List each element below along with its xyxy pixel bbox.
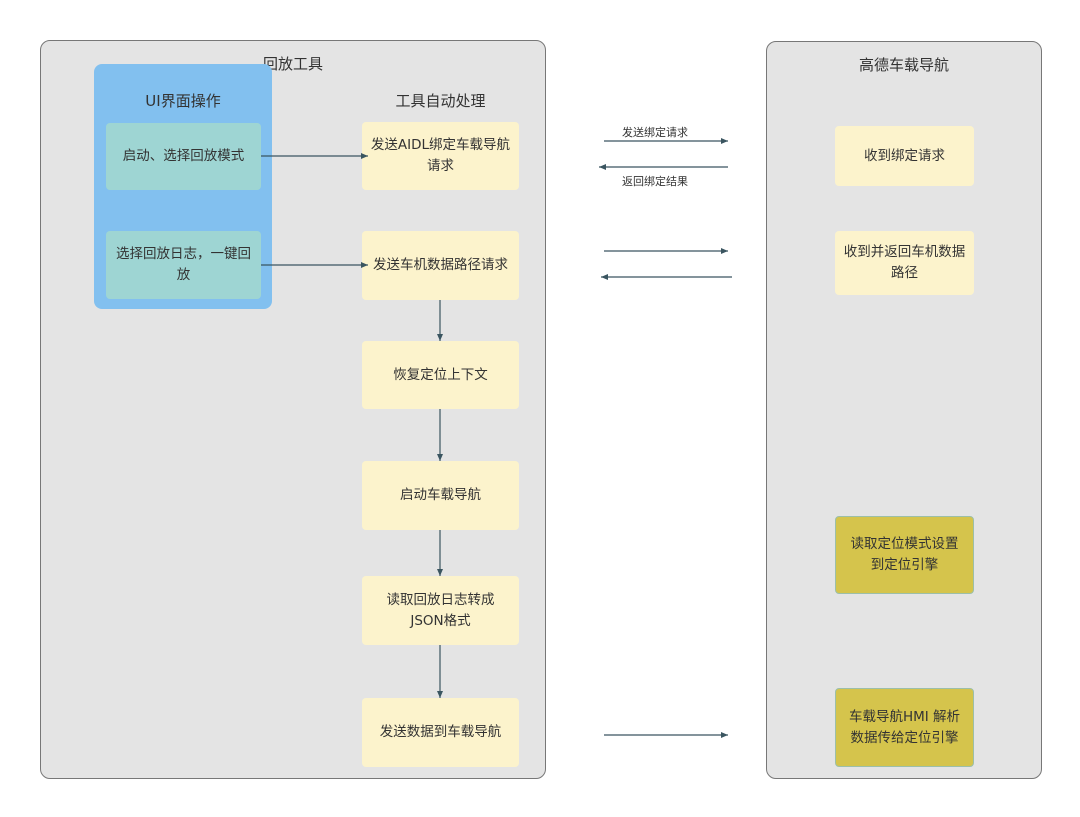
ui-operations-title: UI界面操作 [145, 92, 221, 110]
tool-step-send-aidl-bind: 发送AIDL绑定车载导航请求 [362, 122, 519, 190]
tool-step-read-log-to-json: 读取回放日志转成JSON格式 [362, 576, 519, 645]
nav-step-hmi-parse-data: 车载导航HMI 解析数据传给定位引擎 [835, 688, 974, 767]
nav-step-read-location-mode: 读取定位模式设置到定位引擎 [835, 516, 974, 594]
ui-step-start-select-mode: 启动、选择回放模式 [106, 123, 261, 190]
tool-step-send-data-path-request: 发送车机数据路径请求 [362, 231, 519, 300]
edge-label-return-bind-result: 返回绑定结果 [622, 175, 688, 188]
tool-step-send-data-to-navigation: 发送数据到车载导航 [362, 698, 519, 767]
ui-step-select-log-replay: 选择回放日志，一键回放 [106, 231, 261, 299]
replay-tool-title: 回放工具 [262, 55, 323, 73]
tool-step-start-navigation: 启动车载导航 [362, 461, 519, 530]
nav-step-receive-bind-request: 收到绑定请求 [835, 126, 974, 186]
tool-step-restore-location-context: 恢复定位上下文 [362, 341, 519, 409]
amap-car-navigation-title: 高德车载导航 [858, 56, 949, 74]
tool-auto-process-title: 工具自动处理 [395, 92, 486, 110]
nav-step-return-data-path: 收到并返回车机数据路径 [835, 231, 974, 295]
edge-label-send-bind-request: 发送绑定请求 [622, 126, 688, 139]
